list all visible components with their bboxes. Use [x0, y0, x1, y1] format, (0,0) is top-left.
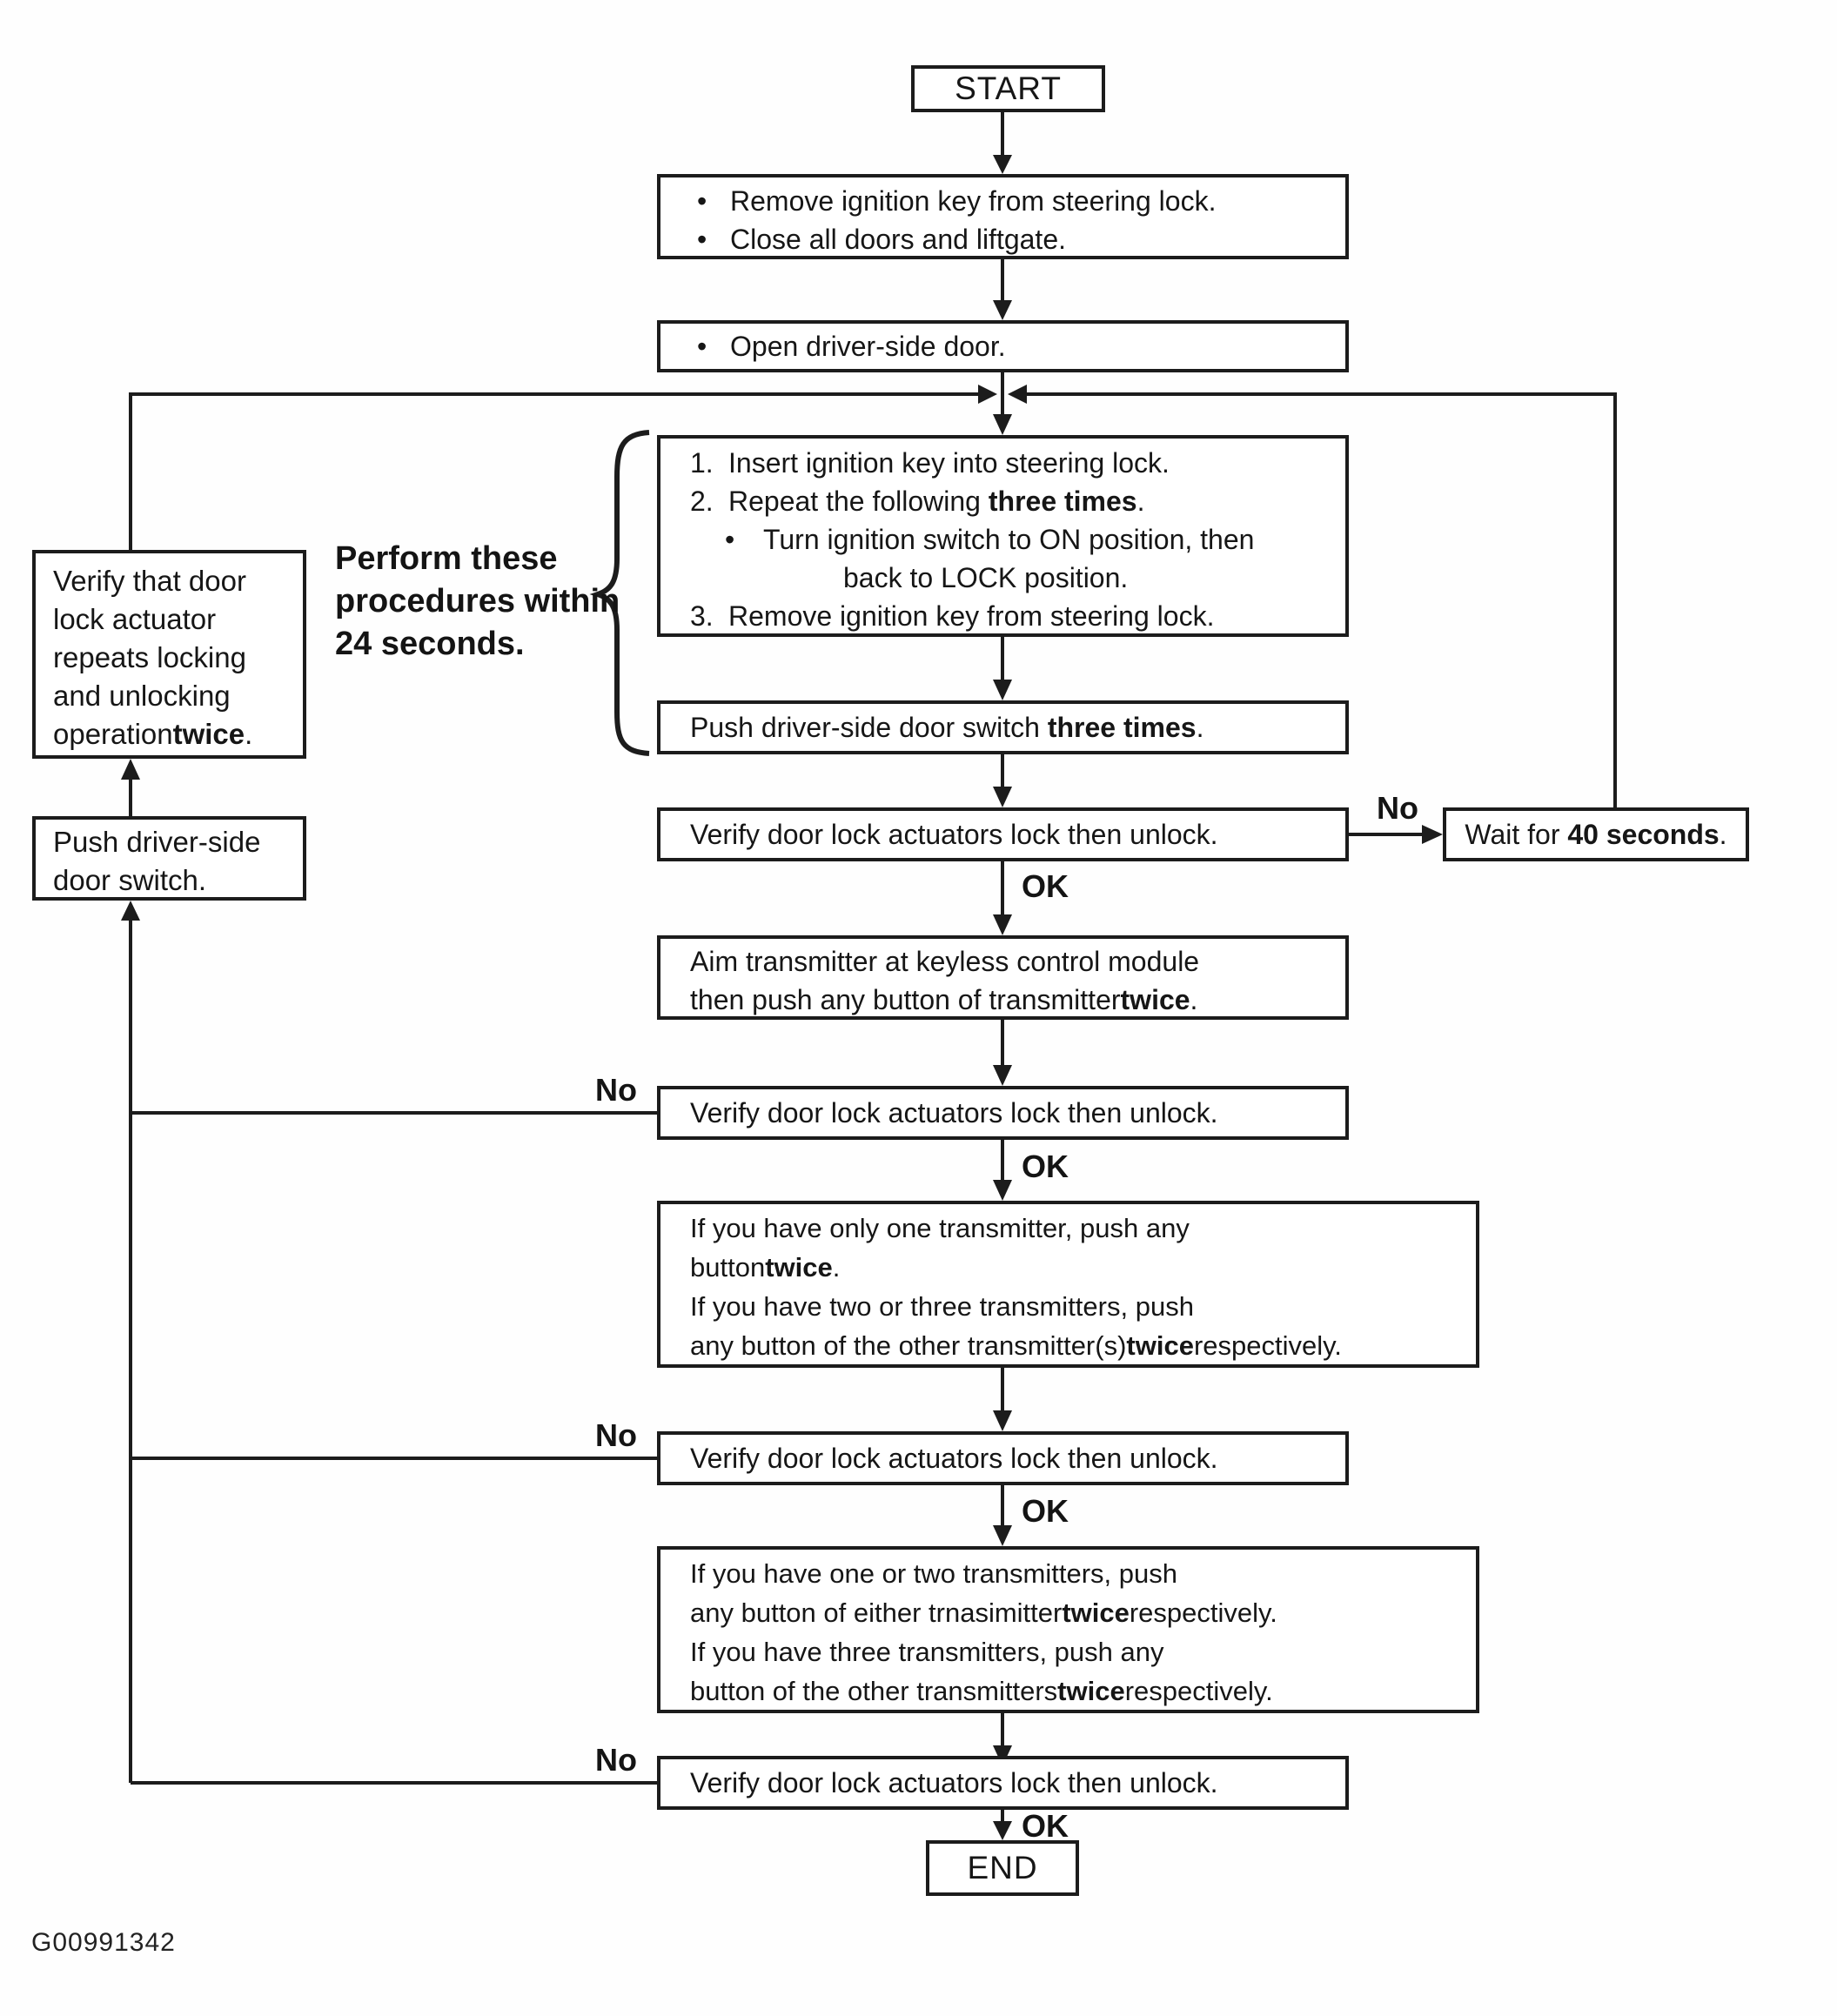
other-line-1: If you have one or two transmitters, pus… — [690, 1558, 1177, 1589]
aim-transmitter-box: Aim transmitter at keyless control modul… — [657, 935, 1349, 1020]
step-number: 3. — [690, 600, 714, 632]
other-line-4: button of the other transmitters twice r… — [690, 1676, 1273, 1706]
push-three-times-text: Push driver-side door switch three times… — [690, 712, 1204, 743]
arrow-pushswitch-to-actuator — [121, 759, 140, 816]
step-number: 1. — [690, 447, 714, 479]
key-cycle-line-4: back to LOCK position. — [805, 559, 1338, 597]
other-line-3: If you have three transmitters, push any — [690, 1637, 1164, 1667]
key-cycle-line-1: 1. Insert ignition key into steering loc… — [690, 444, 1338, 482]
verify-text: Verify door lock actuators lock then unl… — [690, 1097, 1218, 1129]
key-cycle-line-3: • Turn ignition switch to ON position, t… — [725, 520, 1338, 559]
single-transmitter-box: If you have only one transmitter, push a… — [657, 1201, 1479, 1368]
key-cycle-line-4-text: back to LOCK position. — [843, 562, 1129, 593]
push-switch-line-2: door switch. — [53, 864, 207, 896]
open-door-box: • Open driver-side door. — [657, 320, 1349, 372]
bullet-icon: • — [697, 331, 707, 362]
bullet-icon: • — [725, 524, 735, 555]
prep-step-box: • Remove ignition key from steering lock… — [657, 174, 1349, 259]
step-number: 2. — [690, 486, 714, 517]
actuator-verify-box: Verify that door lock actuator repeats l… — [32, 550, 306, 759]
bullet-icon: • — [697, 224, 707, 255]
verify-lock-unlock-box-2: Verify door lock actuators lock then unl… — [657, 1086, 1349, 1140]
verify-lock-unlock-box-4: Verify door lock actuators lock then unl… — [657, 1756, 1349, 1810]
start-label: START — [955, 70, 1062, 106]
arrow-verify4-to-end — [993, 1810, 1012, 1840]
arrow-start-to-prep — [993, 112, 1012, 174]
start-terminal: START — [911, 65, 1105, 112]
push-door-switch-box: Push driver-side door switch. — [32, 816, 306, 901]
single-line-3: If you have two or three transmitters, p… — [690, 1291, 1194, 1322]
verify-lock-unlock-box-1: Verify door lock actuators lock then unl… — [657, 807, 1349, 861]
arrow-verify1-no-to-wait — [1349, 825, 1443, 844]
wait-text: Wait for 40 seconds. — [1465, 819, 1727, 850]
arrow-verify3-to-other — [993, 1485, 1012, 1546]
other-line-2: any button of either trnasimitter twice … — [690, 1597, 1277, 1628]
actuator-line-1: Verify that door — [53, 565, 246, 597]
prep-line-1: • Remove ignition key from steering lock… — [697, 182, 1338, 220]
key-cycle-line-3-text: Turn ignition switch to ON position, the… — [763, 524, 1255, 555]
key-cycle-line-5: 3. Remove ignition key from steering loc… — [690, 597, 1338, 635]
ok-label-3: OK — [1022, 1493, 1069, 1529]
key-cycle-box: 1. Insert ignition key into steering loc… — [657, 435, 1349, 637]
arrow-pushthree-to-verify1 — [993, 754, 1012, 807]
note-line-1: Perform these — [335, 540, 558, 577]
loop-left-return-line — [129, 385, 997, 550]
arrow-verify1-to-aim — [993, 861, 1012, 935]
actuator-line-5: operation twice. — [53, 718, 253, 750]
note-line-3: 24 seconds. — [335, 626, 525, 662]
verify-text: Verify door lock actuators lock then unl… — [690, 819, 1218, 850]
prep-line-2: • Close all doors and liftgate. — [697, 220, 1338, 258]
prep-line-2-text: Close all doors and liftgate. — [730, 224, 1066, 255]
key-cycle-line-2-text: Repeat the following three times. — [728, 486, 1145, 517]
loop-wait-return-line — [1008, 385, 1617, 807]
arrow-prep-to-open — [993, 259, 1012, 320]
arrow-aim-to-verify2 — [993, 1020, 1012, 1086]
end-label: END — [967, 1850, 1038, 1885]
single-line-4: any button of the other transmitter(s) t… — [690, 1330, 1342, 1361]
arrow-open-to-keycycle — [993, 372, 1012, 435]
wait-40-seconds-box: Wait for 40 seconds. — [1443, 807, 1749, 861]
aim-line-1: Aim transmitter at keyless control modul… — [690, 946, 1200, 977]
single-line-2: button twice. — [690, 1252, 841, 1283]
no-label-2: No — [595, 1072, 637, 1108]
figure-code: G00991342 — [31, 1928, 176, 1957]
actuator-line-3: repeats locking — [53, 641, 246, 673]
other-transmitters-box: If you have one or two transmitters, pus… — [657, 1546, 1479, 1713]
brace-24-seconds — [589, 430, 650, 756]
actuator-line-2: lock actuator — [53, 603, 217, 635]
single-line-1: If you have only one transmitter, push a… — [690, 1213, 1190, 1243]
verify-lock-unlock-box-3: Verify door lock actuators lock then unl… — [657, 1431, 1349, 1485]
no-label-3: No — [595, 1417, 637, 1453]
key-cycle-line-1-text: Insert ignition key into steering lock. — [728, 447, 1170, 479]
key-cycle-line-5-text: Remove ignition key from steering lock. — [728, 600, 1215, 632]
arrow-single-to-verify3 — [993, 1368, 1012, 1431]
no-label-4: No — [595, 1742, 637, 1778]
key-cycle-line-2: 2. Repeat the following three times. — [690, 482, 1338, 520]
verify-text: Verify door lock actuators lock then unl… — [690, 1443, 1218, 1474]
open-door-text: Open driver-side door. — [730, 331, 1006, 362]
arrow-keycycle-to-pushthree — [993, 637, 1012, 700]
end-terminal: END — [926, 1840, 1079, 1896]
arrow-verify2-to-single — [993, 1140, 1012, 1201]
ok-label-1: OK — [1022, 868, 1069, 904]
actuator-line-4: and unlocking — [53, 680, 231, 712]
ok-label-2: OK — [1022, 1149, 1069, 1184]
left-rail-up-arrow — [121, 901, 140, 1783]
verify-text: Verify door lock actuators lock then unl… — [690, 1767, 1218, 1798]
aim-line-2: then push any button of transmitter twic… — [690, 984, 1198, 1015]
push-switch-line-1: Push driver-side — [53, 826, 261, 858]
note-line-2: procedures within — [335, 583, 620, 620]
prep-line-1-text: Remove ignition key from steering lock. — [730, 185, 1217, 217]
push-three-times-box: Push driver-side door switch three times… — [657, 700, 1349, 754]
bullet-icon: • — [697, 185, 707, 217]
procedures-note: Perform these procedures within 24 secon… — [335, 538, 620, 666]
ok-label-4: OK — [1022, 1808, 1069, 1844]
no-label-1: No — [1377, 790, 1418, 826]
